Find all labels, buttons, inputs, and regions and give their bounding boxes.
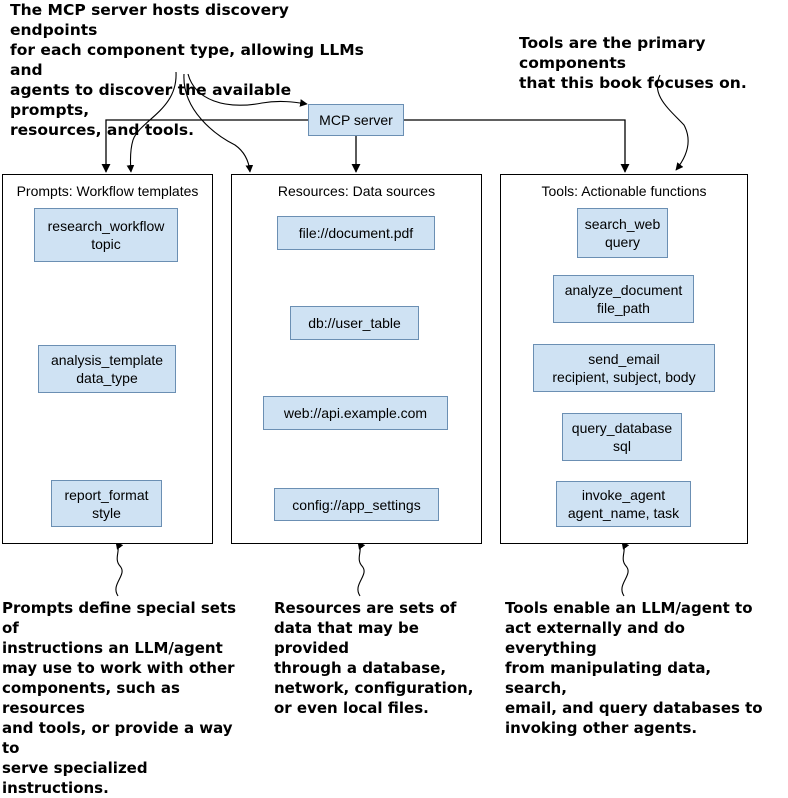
prompt-name: report_format bbox=[64, 486, 149, 503]
tool-param: file_path bbox=[597, 300, 650, 316]
tools-panel-title: Tools: Actionable functions bbox=[541, 183, 707, 199]
resource-node-document: file://document.pdf bbox=[277, 216, 435, 250]
tool-name: query_database bbox=[571, 420, 673, 436]
annotation-prompts: Prompts define special sets of instructi… bbox=[2, 599, 237, 797]
annotation-tools: Tools enable an LLM/agent to act externa… bbox=[505, 599, 763, 737]
resource-name: db://user_table bbox=[308, 315, 401, 331]
prompt-name: research_workflow bbox=[47, 218, 165, 234]
tool-param: query bbox=[604, 234, 641, 250]
prompts-panel-title: Prompts: Workflow templates bbox=[16, 183, 199, 199]
resource-node-user-table: db://user_table bbox=[290, 306, 419, 340]
resource-node-api: web://api.example.com bbox=[263, 396, 448, 430]
tool-param: recipient, subject, body bbox=[552, 369, 696, 385]
tool-name: invoke_agent bbox=[581, 487, 666, 503]
resources-panel-title: Resources: Data sources bbox=[277, 183, 436, 199]
annotation-tools-focus: Tools are the primary components that th… bbox=[519, 34, 747, 92]
tools-squiggle bbox=[621, 541, 630, 597]
resource-name: file://document.pdf bbox=[298, 225, 414, 241]
tool-node-query-database: query_database sql bbox=[562, 413, 682, 461]
prompt-node-analysis-template: analysis_template data_type bbox=[38, 345, 176, 393]
tool-node-send-email: send_email recipient, subject, body bbox=[533, 344, 715, 392]
prompt-param: style bbox=[92, 504, 121, 521]
prompt-param: data_type bbox=[76, 370, 138, 386]
mcp-server-label: MCP server bbox=[319, 112, 393, 128]
resources-squiggle bbox=[357, 541, 366, 597]
tool-param: sql bbox=[613, 438, 631, 454]
prompt-node-report-format: report_format style bbox=[51, 480, 162, 527]
annotation-server: The MCP server hosts discovery endpoints… bbox=[10, 1, 364, 139]
tool-node-search-web: search_web query bbox=[577, 208, 668, 258]
tool-name: search_web bbox=[584, 216, 661, 232]
resource-name: config://app_settings bbox=[292, 496, 421, 513]
mcp-server-node: MCP server bbox=[308, 104, 404, 136]
resource-name: web://api.example.com bbox=[283, 405, 428, 421]
prompts-squiggle bbox=[115, 541, 124, 597]
prompt-node-research-workflow: research_workflow topic bbox=[34, 208, 178, 262]
resource-node-app-settings: config://app_settings bbox=[274, 488, 439, 521]
annotation-resources: Resources are sets of data that may be p… bbox=[274, 599, 474, 717]
prompt-param: topic bbox=[91, 236, 121, 252]
tool-param: agent_name, task bbox=[567, 505, 680, 521]
tool-node-invoke-agent: invoke_agent agent_name, task bbox=[556, 481, 691, 527]
server-to-tools-arrow bbox=[404, 119, 630, 173]
tool-node-analyze-document: analyze_document file_path bbox=[553, 275, 694, 323]
tool-name: analyze_document bbox=[564, 282, 683, 298]
tool-name: send_email bbox=[588, 351, 660, 367]
prompt-name: analysis_template bbox=[50, 352, 164, 368]
